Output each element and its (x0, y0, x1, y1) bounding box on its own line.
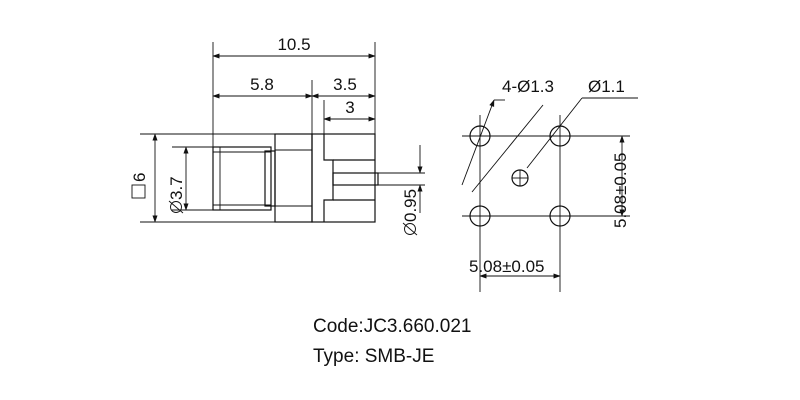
dim-body-length: 5.8 (250, 75, 274, 94)
side-view: 10.5 5.8 3.5 3 6 3.7 0.95 (130, 35, 425, 236)
mounting-hole (469, 205, 491, 227)
mounting-hole (549, 205, 571, 227)
mounting-hole (469, 125, 491, 147)
diameter-symbol-icon (168, 200, 184, 214)
diameter-symbol-icon (402, 222, 418, 236)
svg-text:3.7: 3.7 (167, 176, 186, 200)
type-label: Type: SMB-JE (313, 346, 435, 367)
dim-horizontal-pitch: 5.08±0.05 (469, 257, 545, 276)
dim-center-hole: Ø1.1 (588, 77, 625, 96)
dim-vertical-pitch: 5.08±0.05 (611, 152, 630, 228)
footprint-view: 4-Ø1.3 Ø1.1 5.08±0.05 5.08±0.05 (461, 77, 638, 292)
dim-square: 6 (130, 173, 149, 199)
square-symbol-icon (131, 184, 146, 199)
dim-holes: 4-Ø1.3 (502, 77, 554, 96)
dim-overall-length: 10.5 (277, 35, 310, 54)
svg-text:0.95: 0.95 (401, 189, 420, 222)
dim-right-part: 3.5 (333, 75, 357, 94)
dim-right-inner: 3 (345, 98, 354, 117)
svg-text:6: 6 (130, 173, 149, 182)
dim-diameter-body: 3.7 (167, 176, 186, 214)
svg-text:5.08±0.05: 5.08±0.05 (611, 152, 630, 228)
dim-pin-diameter: 0.95 (401, 189, 420, 236)
code-label: Code:JC3.660.021 (313, 316, 472, 337)
